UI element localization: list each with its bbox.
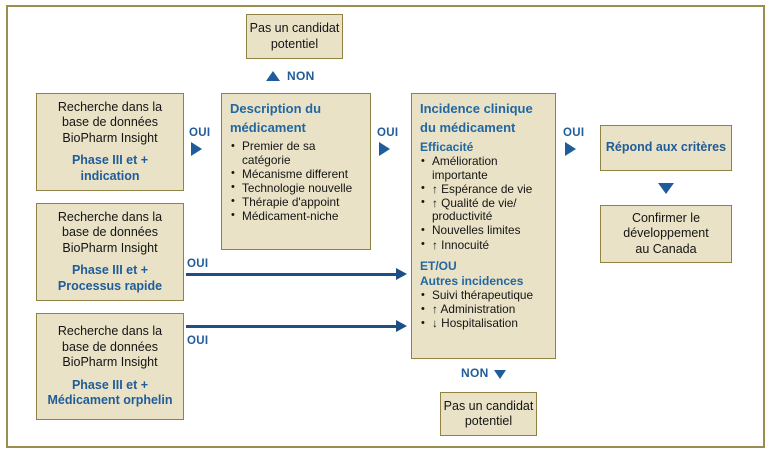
clinical-subheading-autres: Autres incidences	[420, 274, 524, 289]
list-item: ↓ Hospitalisation	[420, 317, 549, 331]
node-reject-top: Pas un candidat potentiel	[246, 14, 343, 59]
search-indication-line2: base de données	[62, 115, 158, 130]
description-heading-line1: Description du	[230, 101, 322, 116]
meets-criteria-text: Répond aux critères	[605, 140, 727, 155]
node-reject-bottom: Pas un candidat potentiel	[440, 392, 537, 436]
clinical-subheading-etou: ET/OU	[420, 259, 457, 274]
search-fasttrack-line2: base de données	[62, 225, 158, 240]
search-orphan-line1: Recherche dans la	[57, 324, 163, 339]
clinical-bullet-list-autres: Suivi thérapeutique ↑ Administration ↓ H…	[420, 289, 549, 331]
list-item: Mécanisme different	[230, 167, 364, 182]
clinical-heading-line1: Incidence clinique	[420, 101, 533, 116]
arrow-right-oui-2-icon	[379, 142, 390, 156]
diagram-frame	[6, 5, 765, 448]
search-fasttrack-line1: Recherche dans la	[57, 209, 163, 224]
search-orphan-blue1: Phase III et +	[71, 377, 149, 392]
label-oui-3: OUI	[187, 258, 209, 270]
list-item: Médicament-niche	[230, 209, 364, 224]
connector-line-orphan	[186, 325, 398, 328]
search-indication-line3: BioPharm Insight	[62, 130, 158, 145]
confirm-line3: au Canada	[635, 241, 697, 256]
reject-bottom-line1: Pas un candidat	[443, 398, 534, 413]
list-item: ↑ Innocuité	[420, 238, 549, 253]
label-oui-1: OUI	[189, 127, 211, 139]
label-non-top: NON	[287, 69, 315, 83]
search-indication-line1: Recherche dans la	[57, 99, 163, 114]
description-bullet-list: Premier de sa catégorie Mécanisme differ…	[230, 139, 364, 224]
clinical-heading-line2: du médicament	[420, 119, 516, 135]
label-oui-5: OUI	[563, 127, 585, 139]
node-description: Description du médicament Premier de sa …	[221, 93, 371, 250]
list-item: Suivi thérapeutique	[420, 289, 549, 303]
description-heading-line2: médicament	[230, 119, 306, 135]
search-fasttrack-line3: BioPharm Insight	[62, 240, 158, 255]
search-orphan-blue2: Médicament orphelin	[47, 393, 173, 408]
reject-bottom-line2: potentiel	[464, 414, 513, 428]
arrow-up-non-icon	[266, 71, 280, 81]
list-item: Amélioration importante	[420, 154, 549, 182]
arrow-right-oui-1-icon	[191, 142, 202, 156]
arrow-right-oui-3-icon	[565, 142, 576, 156]
list-item: Nouvelles limites	[420, 224, 549, 238]
node-meets-criteria: Répond aux critères	[600, 125, 732, 171]
list-item: Technologie nouvelle	[230, 181, 364, 196]
search-fasttrack-blue1: Phase III et +	[71, 263, 149, 278]
node-search-orphan: Recherche dans la base de données BioPha…	[36, 313, 184, 420]
search-orphan-line2: base de données	[62, 339, 158, 354]
arrow-down-icon	[658, 183, 674, 194]
node-confirm-development: Confirmer le développement au Canada	[600, 205, 732, 263]
label-oui-2: OUI	[377, 127, 399, 139]
arrow-head-orphan-icon	[396, 320, 407, 332]
confirm-line2: développement	[623, 226, 709, 241]
node-search-indication: Recherche dans la base de données BioPha…	[36, 93, 184, 191]
reject-top-line2: potentiel	[270, 36, 319, 51]
list-item: ↑ Administration	[420, 303, 549, 317]
list-item: Thérapie d'appoint	[230, 195, 364, 210]
reject-top-line1: Pas un candidat	[249, 21, 340, 35]
node-search-fasttrack: Recherche dans la base de données BioPha…	[36, 203, 184, 301]
search-orphan-line3: BioPharm Insight	[62, 355, 158, 370]
search-indication-blue2: indication	[80, 168, 140, 183]
list-item: ↑ Qualité de vie/ productivité	[420, 196, 549, 224]
clinical-subheading-efficacite: Efficacité	[420, 140, 474, 154]
label-oui-4: OUI	[187, 335, 209, 347]
search-indication-blue1: Phase III et +	[71, 153, 149, 168]
label-non-bottom: NON	[461, 366, 489, 380]
node-clinical-impact: Incidence clinique du médicament Efficac…	[411, 93, 556, 359]
clinical-bullet-list-efficacite: Amélioration importante ↑ Espérance de v…	[420, 154, 549, 253]
arrow-down-non-icon	[494, 370, 506, 379]
arrow-head-fasttrack-icon	[396, 268, 407, 280]
connector-line-fasttrack	[186, 273, 398, 276]
list-item: Premier de sa catégorie	[230, 139, 364, 167]
confirm-line1: Confirmer le	[631, 210, 701, 225]
search-fasttrack-blue2: Processus rapide	[57, 278, 163, 293]
list-item: ↑ Espérance de vie	[420, 182, 549, 197]
